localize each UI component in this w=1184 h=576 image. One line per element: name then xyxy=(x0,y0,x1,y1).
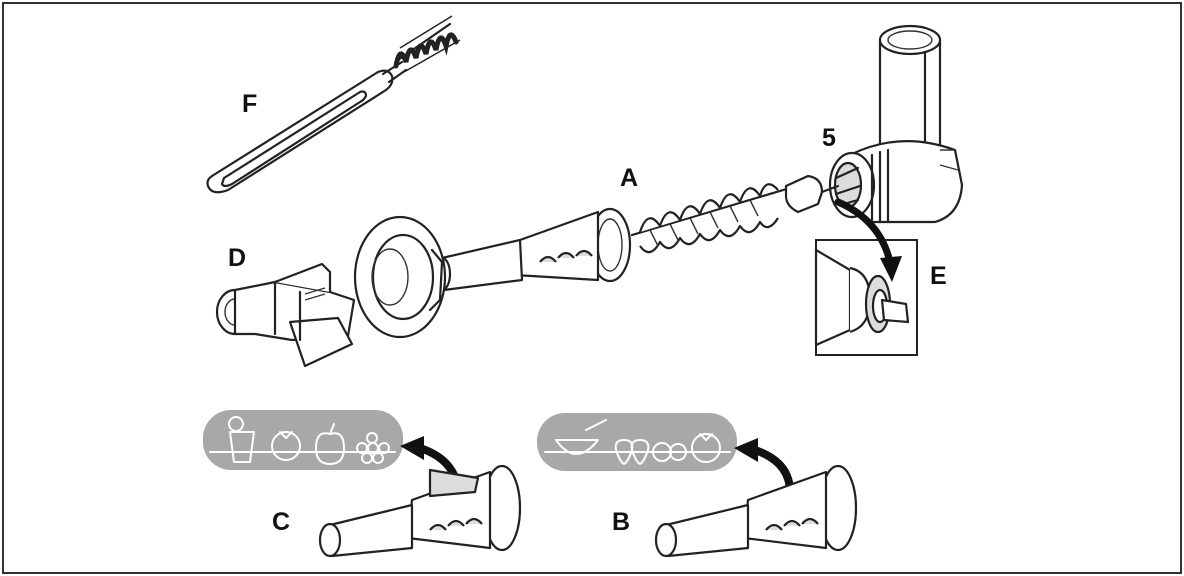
label-f: F xyxy=(242,90,257,118)
strawberry-icon xyxy=(614,439,650,465)
pictogram-panel-c xyxy=(203,410,403,470)
ring-nut xyxy=(353,215,447,339)
label-b: B xyxy=(612,508,630,536)
tomato-icon xyxy=(271,431,301,461)
strainer-c xyxy=(318,464,522,558)
grinder-body xyxy=(828,24,964,224)
label-c: C xyxy=(272,508,290,536)
cleaning-brush xyxy=(206,15,461,194)
label-5: 5 xyxy=(822,124,836,152)
detail-inset xyxy=(814,239,918,356)
bowl-icon xyxy=(555,419,607,455)
strainer-b xyxy=(654,464,858,558)
label-e: E xyxy=(930,262,947,290)
apple-icon xyxy=(315,423,345,465)
pictogram-panel-b xyxy=(537,413,737,471)
label-a: A xyxy=(620,164,638,192)
worm-screw xyxy=(630,174,840,254)
detail-arrow xyxy=(834,198,902,282)
juicer-spout xyxy=(215,262,356,368)
label-d: D xyxy=(228,244,246,272)
tomato-icon xyxy=(691,433,721,463)
strainer-cone xyxy=(432,207,632,292)
